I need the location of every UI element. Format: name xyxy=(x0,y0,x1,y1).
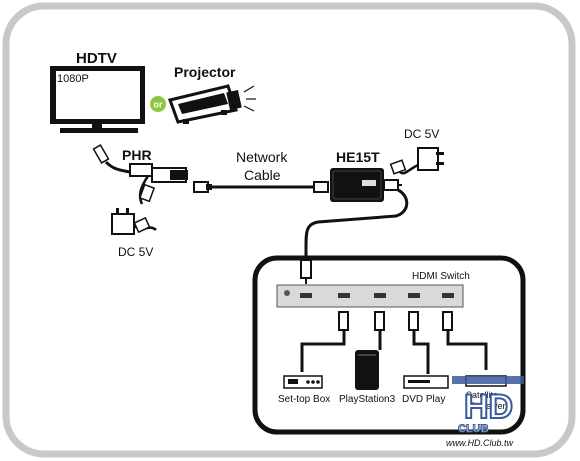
tv-icon xyxy=(50,66,145,133)
dvd-player-icon xyxy=(403,375,449,389)
he15t-transmitter xyxy=(330,168,384,202)
set-top-box-icon xyxy=(283,375,323,389)
hdmi-output-cable xyxy=(300,188,409,284)
watermark-url: www.HD.Club.tw xyxy=(446,438,514,448)
network-label-line1: Network xyxy=(236,149,288,165)
projector-label: Projector xyxy=(174,64,236,80)
rj45-plug-icon xyxy=(193,181,212,193)
network-label-line2: Cable xyxy=(244,167,281,183)
hdmi-plug-icon xyxy=(92,144,110,164)
he15t-label: HE15T xyxy=(336,149,380,165)
dc5v-left-label: DC 5V xyxy=(118,245,153,259)
set-top-box-label: Set-top Box xyxy=(278,394,330,405)
hdclub-watermark-logo: HD CLUB www.HD.Club.tw xyxy=(446,376,524,448)
watermark-logo-sub: CLUB xyxy=(458,423,489,435)
network-cable xyxy=(193,181,329,193)
hdmi-switch-label: HDMI Switch xyxy=(412,271,470,282)
or-label: or xyxy=(154,100,163,110)
hdtv-label: HDTV xyxy=(76,50,117,67)
playstation3-label: PlayStation3 xyxy=(339,394,396,405)
hdmi-switch-device xyxy=(276,284,464,308)
outer-frame xyxy=(2,2,576,458)
resolution-label: 1080P xyxy=(57,73,89,85)
or-badge: or xyxy=(150,96,166,112)
power-adapter-icon xyxy=(111,208,157,235)
power-adapter-icon xyxy=(389,147,444,175)
hdmi-input-cables xyxy=(300,311,488,374)
satellite-label-line2: Receiver xyxy=(470,401,506,411)
dc5v-top-label: DC 5V xyxy=(404,127,439,141)
satellite-label-line1: Satellite xyxy=(466,390,498,400)
hdmi-switch-panel xyxy=(252,255,526,435)
playstation3-icon xyxy=(355,350,379,390)
watermark-logo-text: HD xyxy=(464,388,513,426)
phr-receiver xyxy=(92,144,188,205)
phr-label: PHR xyxy=(122,147,152,163)
projector-icon xyxy=(168,84,256,124)
dvd-player-label: DVD Play xyxy=(402,394,445,405)
